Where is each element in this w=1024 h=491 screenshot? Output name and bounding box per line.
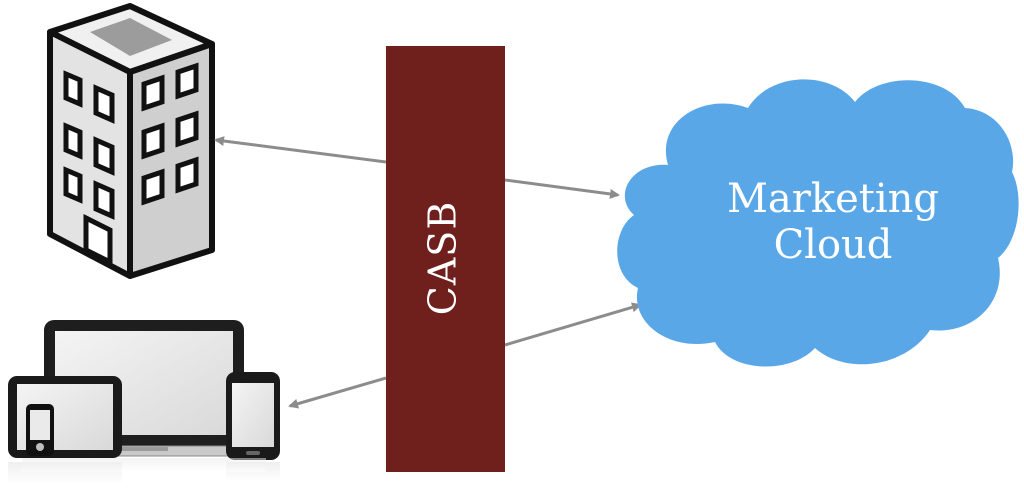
- arrow-casb-to-cloud-lower: [504, 302, 642, 347]
- casb-label: CASB: [421, 201, 465, 315]
- arrow-casb-to-devices: [288, 376, 387, 409]
- cloud-icon: [617, 79, 1019, 367]
- cloud-label-line2: Cloud: [774, 222, 893, 268]
- arrow-casb-to-cloud: [504, 178, 620, 199]
- arrow-casb-to-building: [214, 136, 387, 164]
- casb-gateway: CASB: [386, 46, 505, 472]
- marketing-cloud: Marketing Cloud: [617, 79, 1019, 367]
- casb-bar: [386, 46, 505, 472]
- office-building-icon: [47, 3, 215, 279]
- devices-icon: [8, 320, 280, 484]
- cloud-label-line1: Marketing: [727, 176, 939, 222]
- arrows: [214, 136, 642, 409]
